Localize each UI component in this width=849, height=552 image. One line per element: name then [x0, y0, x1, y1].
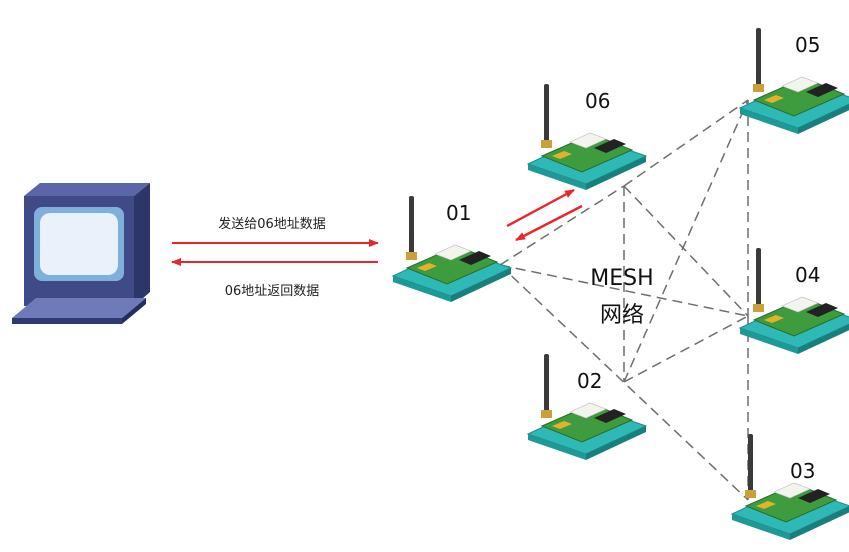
mesh-link-01-03	[499, 264, 749, 501]
node-06-label: 06	[585, 89, 610, 113]
node-03-module-icon	[731, 433, 849, 541]
response-arrow-from-06	[515, 204, 583, 242]
mesh-links	[499, 99, 749, 501]
request-arrow-to-06	[506, 188, 575, 228]
mesh-link-01-04	[499, 264, 749, 317]
mesh-link-02-04	[623, 315, 749, 383]
mesh-link-01-hub	[499, 185, 625, 266]
node-01-label: 01	[446, 201, 471, 225]
return-label: 06地址返回数据	[225, 284, 320, 299]
node-03-label: 03	[790, 459, 815, 483]
send-label: 发送给06地址数据	[218, 216, 326, 232]
mesh-link-hub-05	[623, 99, 749, 187]
mesh-link-hub-04	[623, 185, 749, 317]
node-04-label: 04	[795, 263, 820, 287]
computer-icon	[12, 183, 150, 324]
mesh-link-02-05	[623, 99, 749, 383]
mesh-title: MESH	[590, 266, 653, 291]
mesh-subtitle: 网络	[600, 303, 644, 328]
node-02-label: 02	[577, 369, 602, 393]
node-05-label: 05	[795, 33, 820, 57]
